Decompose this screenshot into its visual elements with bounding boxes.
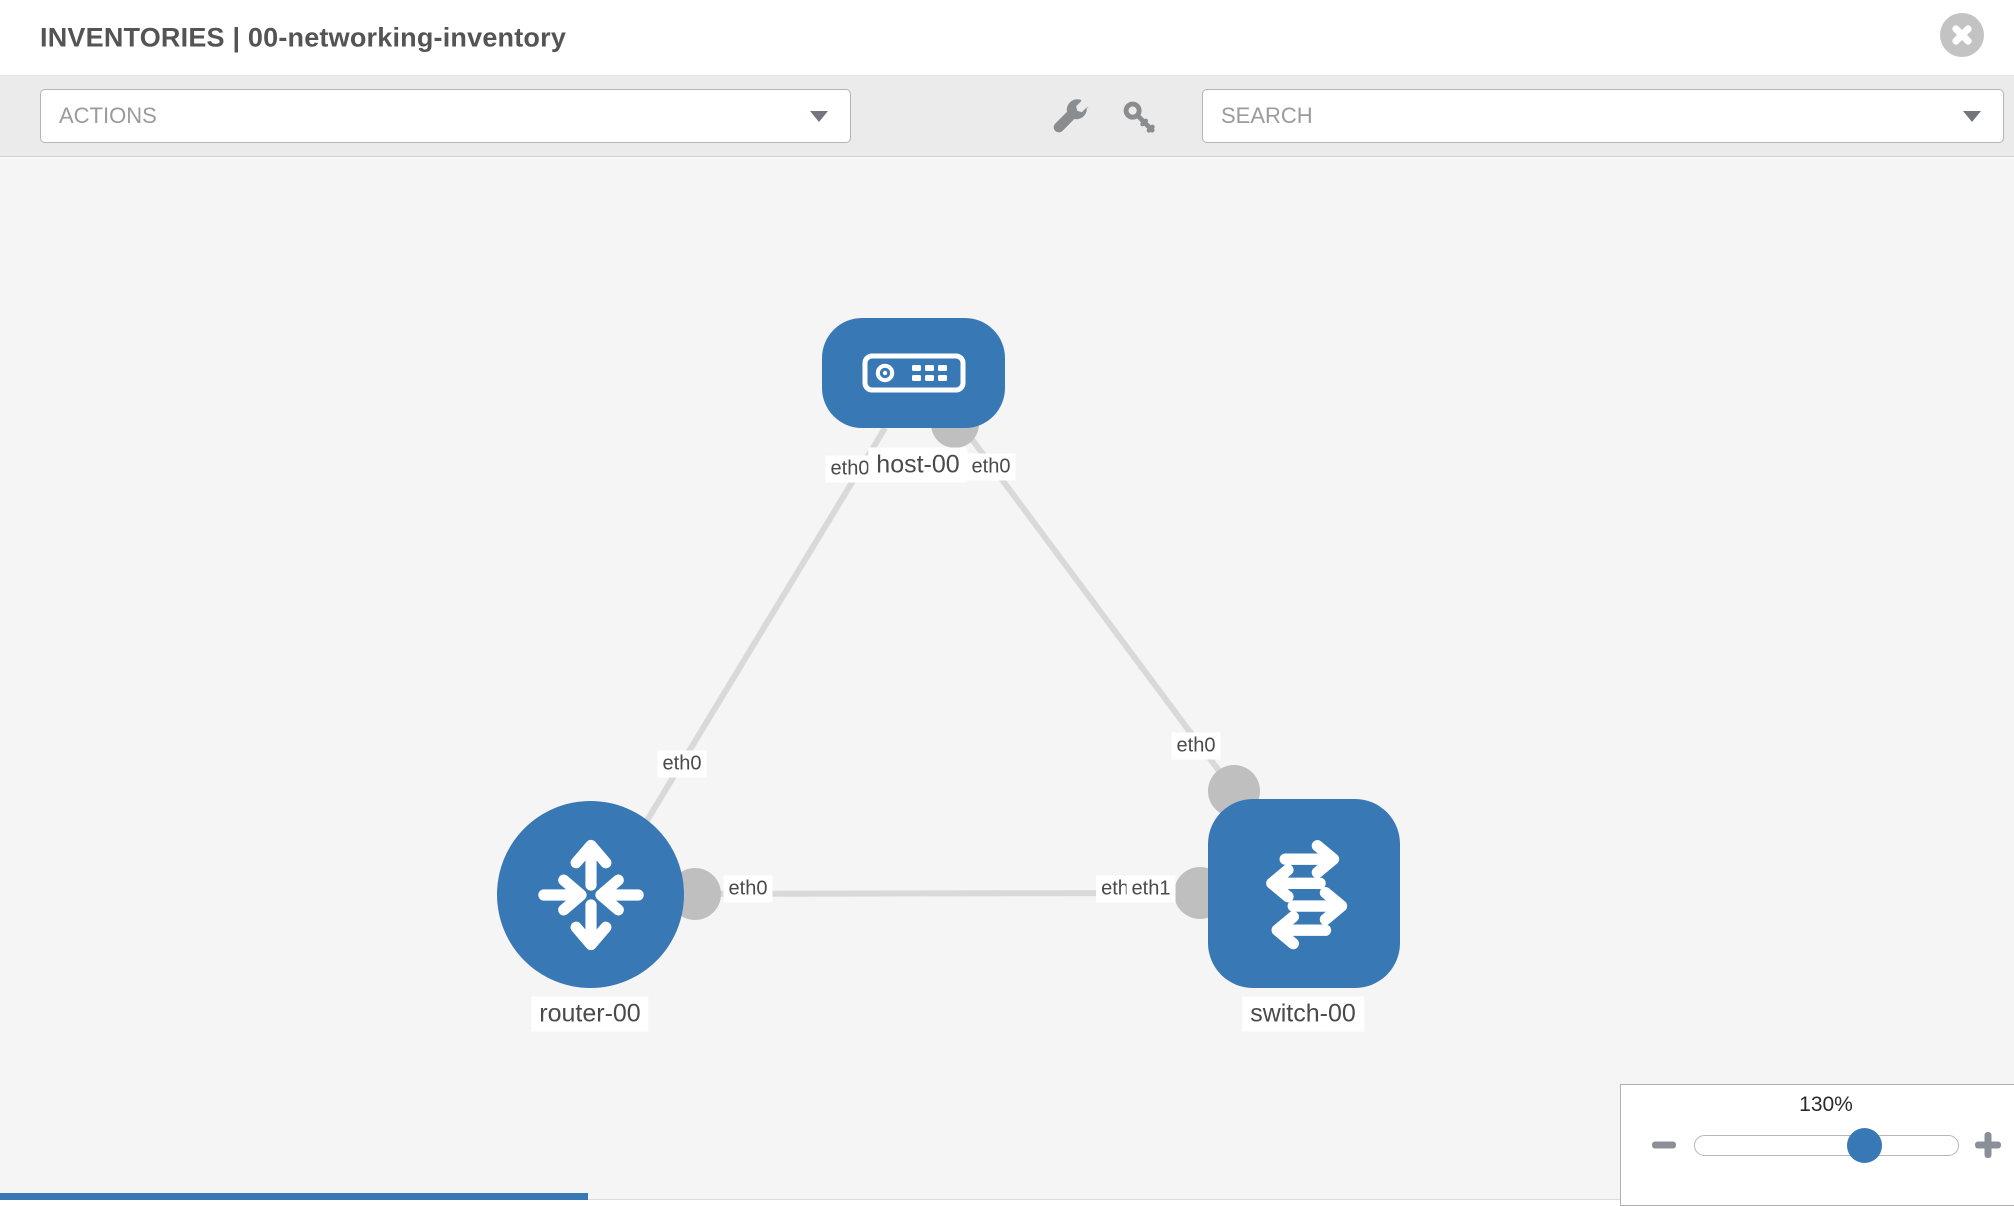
- chevron-down-icon: [1963, 111, 1981, 122]
- search-dropdown-label: SEARCH: [1221, 103, 1313, 128]
- close-button[interactable]: [1940, 13, 1984, 57]
- node-host-00[interactable]: [822, 318, 1005, 428]
- router-arrows-icon: [537, 839, 644, 950]
- interface-label: eth0: [723, 875, 773, 903]
- toolbar: ACTIONS SEARCH: [0, 75, 2014, 157]
- topology-canvas[interactable]: eth0 eth0 eth0 eth0 eth0 eth eth1 host-0…: [0, 158, 2014, 1206]
- link-line-host-switch: [962, 428, 1237, 793]
- wrench-button[interactable]: [1053, 99, 1091, 137]
- zoom-panel: 130%: [1620, 1084, 2014, 1206]
- zoom-in-button[interactable]: [1968, 1125, 2008, 1165]
- node-label-switch: switch-00: [1242, 996, 1364, 1032]
- node-router-00[interactable]: [497, 801, 684, 988]
- node-label-router: router-00: [531, 996, 649, 1032]
- search-dropdown[interactable]: SEARCH: [1202, 89, 2004, 143]
- bottom-blue-strip: [0, 1193, 588, 1200]
- key-button[interactable]: [1121, 99, 1159, 137]
- header: INVENTORIES | 00-networking-inventory: [0, 0, 2014, 75]
- actions-dropdown-label: ACTIONS: [59, 103, 157, 128]
- server-icon: [862, 353, 965, 393]
- zoom-level-label: 130%: [1799, 1093, 1853, 1116]
- interface-label: eth0: [825, 455, 875, 483]
- node-switch-00[interactable]: [1208, 799, 1400, 988]
- key-icon: [1123, 101, 1155, 133]
- zoom-out-button[interactable]: [1644, 1125, 1684, 1165]
- node-label-host: host-00: [868, 447, 968, 483]
- switch-arrows-icon: [1266, 839, 1348, 949]
- interface-label: eth1: [1126, 875, 1176, 903]
- chevron-down-icon: [810, 111, 828, 122]
- interface-label: eth0: [966, 453, 1016, 481]
- wrench-icon: [1053, 99, 1089, 133]
- minus-icon: [1652, 1141, 1676, 1149]
- zoom-slider-thumb[interactable]: [1847, 1128, 1882, 1163]
- interface-label: eth0: [1171, 732, 1221, 760]
- link-layer: [590, 426, 1237, 900]
- actions-dropdown[interactable]: ACTIONS: [40, 89, 851, 143]
- zoom-slider-track[interactable]: [1694, 1135, 1959, 1156]
- page-title: INVENTORIES | 00-networking-inventory: [40, 22, 567, 52]
- interface-label: eth0: [657, 750, 707, 778]
